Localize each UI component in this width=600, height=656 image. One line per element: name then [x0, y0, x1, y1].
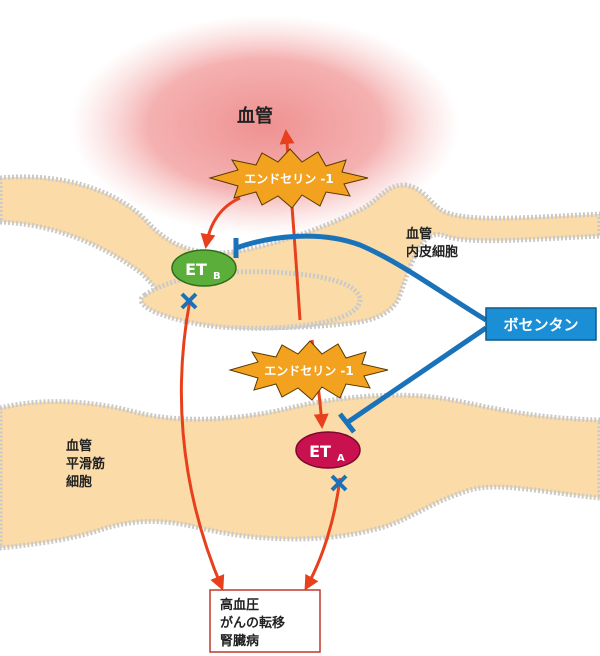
smooth-muscle-label-line1: 血管: [66, 438, 92, 454]
vessel-label: 血管: [237, 105, 273, 127]
vessel-lumen-glow: [70, 15, 460, 235]
endothelin-burst-top: [208, 148, 369, 209]
etb-sub: B: [213, 271, 221, 282]
etb-receptor: ET B: [171, 249, 237, 287]
outcome-line1: 高血圧: [220, 597, 259, 613]
inhibit-etb-line: [235, 233, 488, 323]
smooth-muscle-label-line2: 平滑筋: [66, 456, 105, 472]
endothelial-outer-membrane: [0, 174, 600, 331]
eta-label: ET: [309, 442, 331, 461]
block-x-eta: [330, 474, 348, 492]
bosentan-label: ボセンタン: [503, 316, 578, 334]
bosentan-inhibition-lines: [180, 233, 488, 492]
endothelin-mid-label: エンドセリン -1: [264, 364, 354, 378]
smooth-muscle-label-line3: 細胞: [66, 474, 92, 490]
outcome-line2: がんの転移: [220, 615, 285, 631]
endothelial-inner-vacuole: [138, 269, 363, 331]
arrow-etb-to-outcome: [179, 299, 225, 591]
eta-sub: A: [337, 453, 345, 464]
endothelin-burst-mid: [228, 340, 389, 401]
eta-receptor: ET A: [295, 431, 361, 469]
arrow-eta-to-outcome: [304, 477, 342, 591]
smooth-muscle-membrane: [0, 392, 600, 551]
inhibit-eta-bar: [338, 412, 356, 434]
endothelin-top-label: エンドセリン -1: [244, 172, 334, 186]
endothelial-label-line2: 内皮細胞: [406, 244, 458, 260]
inhibit-eta-line: [346, 325, 488, 425]
block-x-etb: [180, 292, 198, 310]
arrow-to-etb: [200, 196, 241, 249]
endothelial-label-line1: 血管: [406, 226, 432, 242]
etb-label: ET: [185, 260, 207, 279]
outcome-line3: 腎臓病: [220, 633, 259, 649]
bosentan-box: ボセンタン: [485, 307, 597, 341]
smooth-muscle-cell-layer: [0, 392, 600, 551]
outcome-box: 高血圧 がんの転移 腎臓病: [209, 589, 321, 653]
